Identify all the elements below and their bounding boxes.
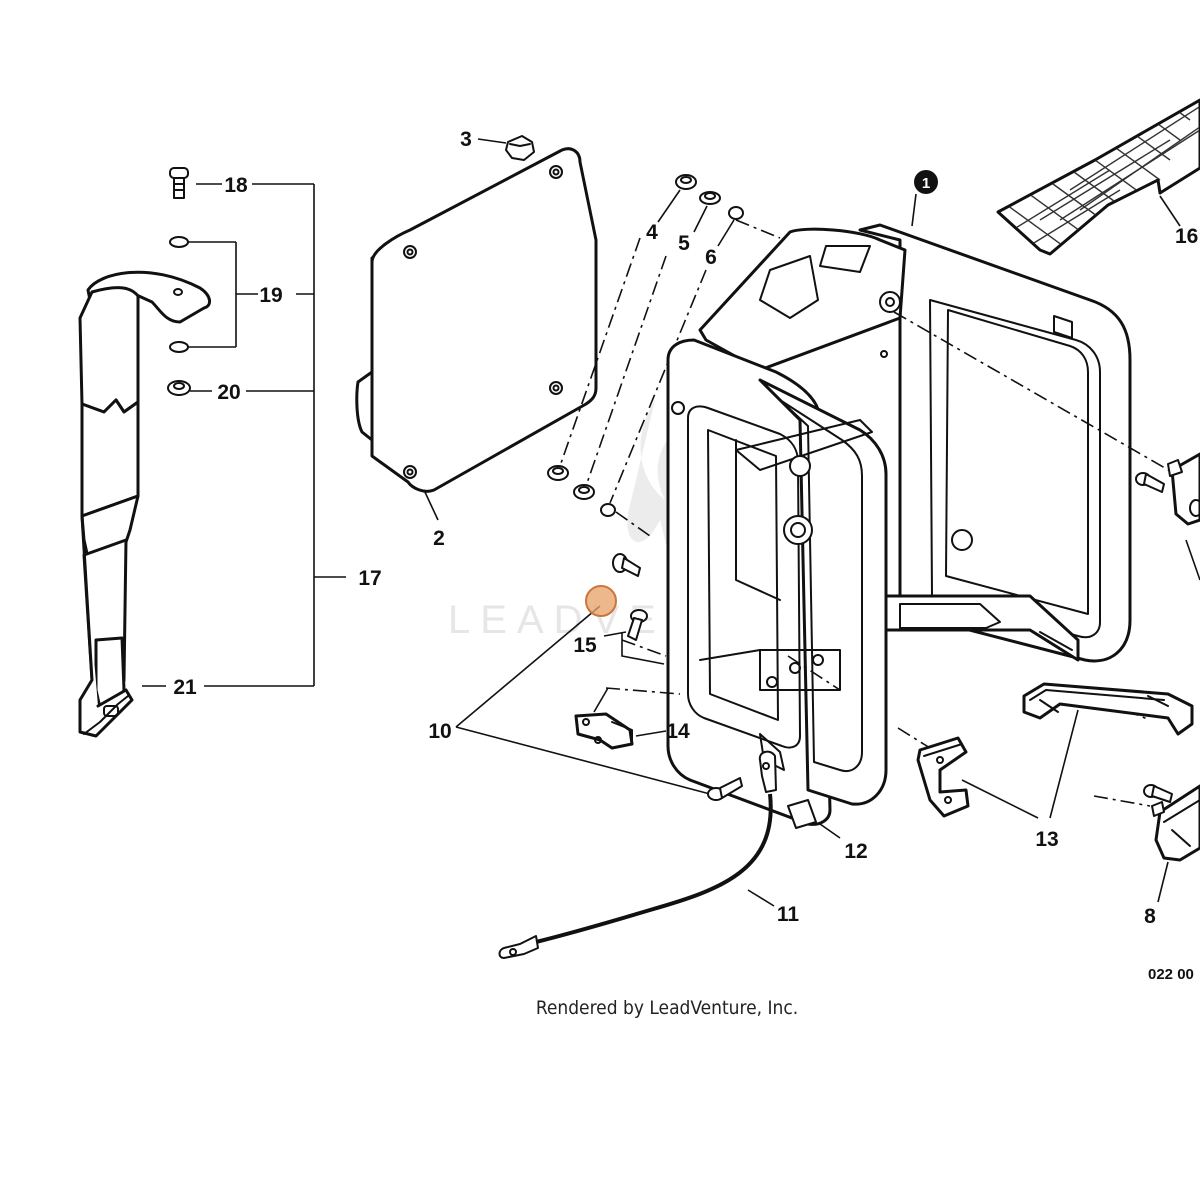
washer-19-upper-icon	[169, 236, 189, 248]
bracket-17	[142, 183, 346, 687]
callout-21: 21	[173, 676, 197, 699]
callout-12: 12	[844, 840, 867, 863]
bushing-5-lower-icon	[573, 484, 595, 500]
bolt-15-lower-icon	[627, 609, 648, 641]
bushing-5-upper-icon	[699, 191, 721, 205]
callout-3: 3	[460, 128, 472, 151]
washer-19-lower-icon	[169, 341, 189, 353]
bolt-right-lower-icon	[1143, 784, 1173, 803]
bolt-right-upper-icon	[1135, 472, 1165, 493]
leader-10	[455, 605, 711, 795]
callout-15: 15	[573, 634, 597, 657]
svg-text:1: 1	[922, 175, 930, 192]
selection-highlight	[585, 585, 617, 617]
callout-2: 2	[433, 527, 445, 550]
callout-8: 8	[1144, 905, 1156, 928]
callout-19: 19	[259, 284, 282, 307]
callout-18: 18	[224, 174, 248, 197]
callout-4: 4	[646, 221, 658, 244]
grate-mat-16	[996, 98, 1200, 256]
callout-10: 10	[428, 720, 451, 743]
cover-plate-2	[355, 147, 598, 521]
nut-3-icon	[477, 135, 535, 161]
ground-cable-11	[498, 750, 777, 959]
callout-20: 20	[217, 381, 240, 404]
callout-labels: 1 2 3 4 5 6 8 10 11 12 13 14 15 16 17 18…	[173, 128, 1198, 928]
callout-1: 1	[914, 170, 938, 194]
latch-8	[1151, 784, 1200, 903]
callout-11: 11	[777, 903, 800, 926]
bracket-13-right	[1022, 682, 1194, 819]
latch-right-upper	[1167, 452, 1200, 581]
callout-13: 13	[1035, 828, 1058, 851]
bolt-10-icon	[707, 777, 743, 801]
pad-12-icon	[787, 799, 841, 839]
bolt-18-icon	[169, 167, 189, 199]
spacer-4-lower-icon	[547, 465, 569, 481]
bracket-14	[574, 687, 667, 750]
drawing-number: 022 00	[1148, 966, 1194, 983]
callout-14: 14	[666, 720, 690, 743]
main-frame-1	[666, 193, 1132, 826]
credit-text: Rendered by LeadVenture, Inc.	[536, 997, 798, 1019]
callout-6: 6	[705, 246, 717, 269]
callout-17: 17	[358, 567, 381, 590]
leaders-4-5-6	[559, 189, 781, 537]
nut-20-icon	[167, 380, 191, 396]
leader-15-frame	[621, 632, 665, 665]
spacer-4-upper-icon	[675, 174, 697, 190]
callout-16: 16	[1175, 225, 1198, 248]
strap-21	[78, 270, 211, 738]
washer-6-lower-icon	[600, 503, 616, 517]
bracket-13-left	[897, 727, 1039, 819]
callout-5: 5	[678, 232, 690, 255]
bolt-15-upper-icon	[612, 553, 641, 577]
washer-6-upper-icon	[728, 206, 744, 220]
